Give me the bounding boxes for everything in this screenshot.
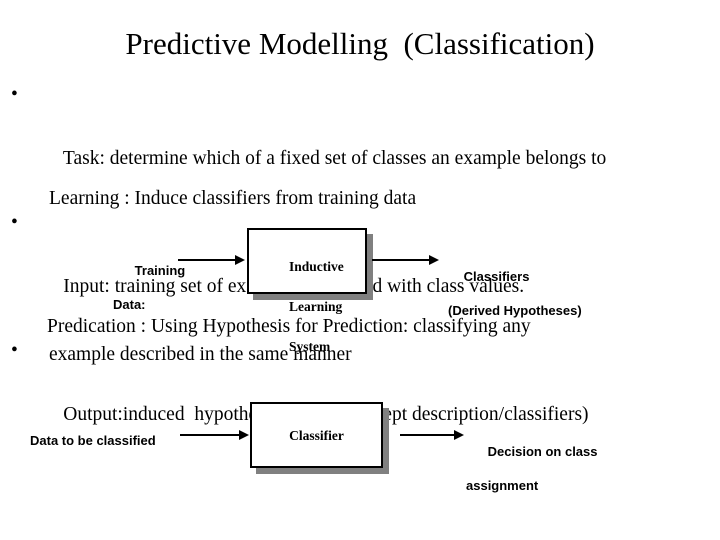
bullet-icon: • xyxy=(11,212,18,233)
classifiers-label-line1: Classifiers xyxy=(463,269,530,284)
prediction-caption: Predication : Using Hypothesis for Predi… xyxy=(47,313,707,369)
training-data-label-line1: Training xyxy=(134,263,186,278)
learning-caption: Learning : Induce classifiers from train… xyxy=(49,188,417,209)
classifier-box-text: Classifier xyxy=(289,428,344,443)
inductive-learning-system-box: Inductive Learning System xyxy=(247,228,367,354)
bullet-icon: • xyxy=(11,84,18,105)
list-item: • Task: determine which of a fixed set o… xyxy=(8,79,714,207)
training-data-label: Training Data: xyxy=(113,245,185,347)
decision-label-line2: assignment xyxy=(466,478,539,493)
arrow-right-icon-classifier-to-decision xyxy=(400,430,464,440)
list-item-text: Task: determine which of a fixed set of … xyxy=(62,148,607,169)
decision-label: Decision on class assignment xyxy=(466,426,598,528)
arrow-right-icon-training-to-system xyxy=(178,255,245,265)
box-line1: Inductive xyxy=(289,259,344,274)
box-line3: System xyxy=(289,339,331,354)
classifiers-label: Classifiers (Derived Hypotheses) xyxy=(442,251,582,353)
prediction-caption-line1: Predication : Using Hypothesis for Predi… xyxy=(47,316,531,337)
data-to-be-classified-label: Data to be classified xyxy=(30,433,156,448)
training-data-label-line2: Data: xyxy=(113,297,146,312)
decision-label-line1: Decision on class xyxy=(487,444,598,459)
inductive-learning-system-text: Inductive Learning System xyxy=(262,237,344,377)
classifiers-label-line2: (Derived Hypotheses) xyxy=(448,303,582,318)
arrow-right-icon-data-to-classifier xyxy=(180,430,249,440)
box-line2: Learning xyxy=(289,299,343,314)
arrow-right-icon-system-to-classifiers xyxy=(372,255,439,265)
bullet-icon: • xyxy=(11,340,18,361)
classifier-box: Classifier xyxy=(250,402,383,468)
prediction-caption-line2: example described in the same manner xyxy=(49,344,352,365)
page-title: Predictive Modelling (Classification) xyxy=(125,26,595,61)
